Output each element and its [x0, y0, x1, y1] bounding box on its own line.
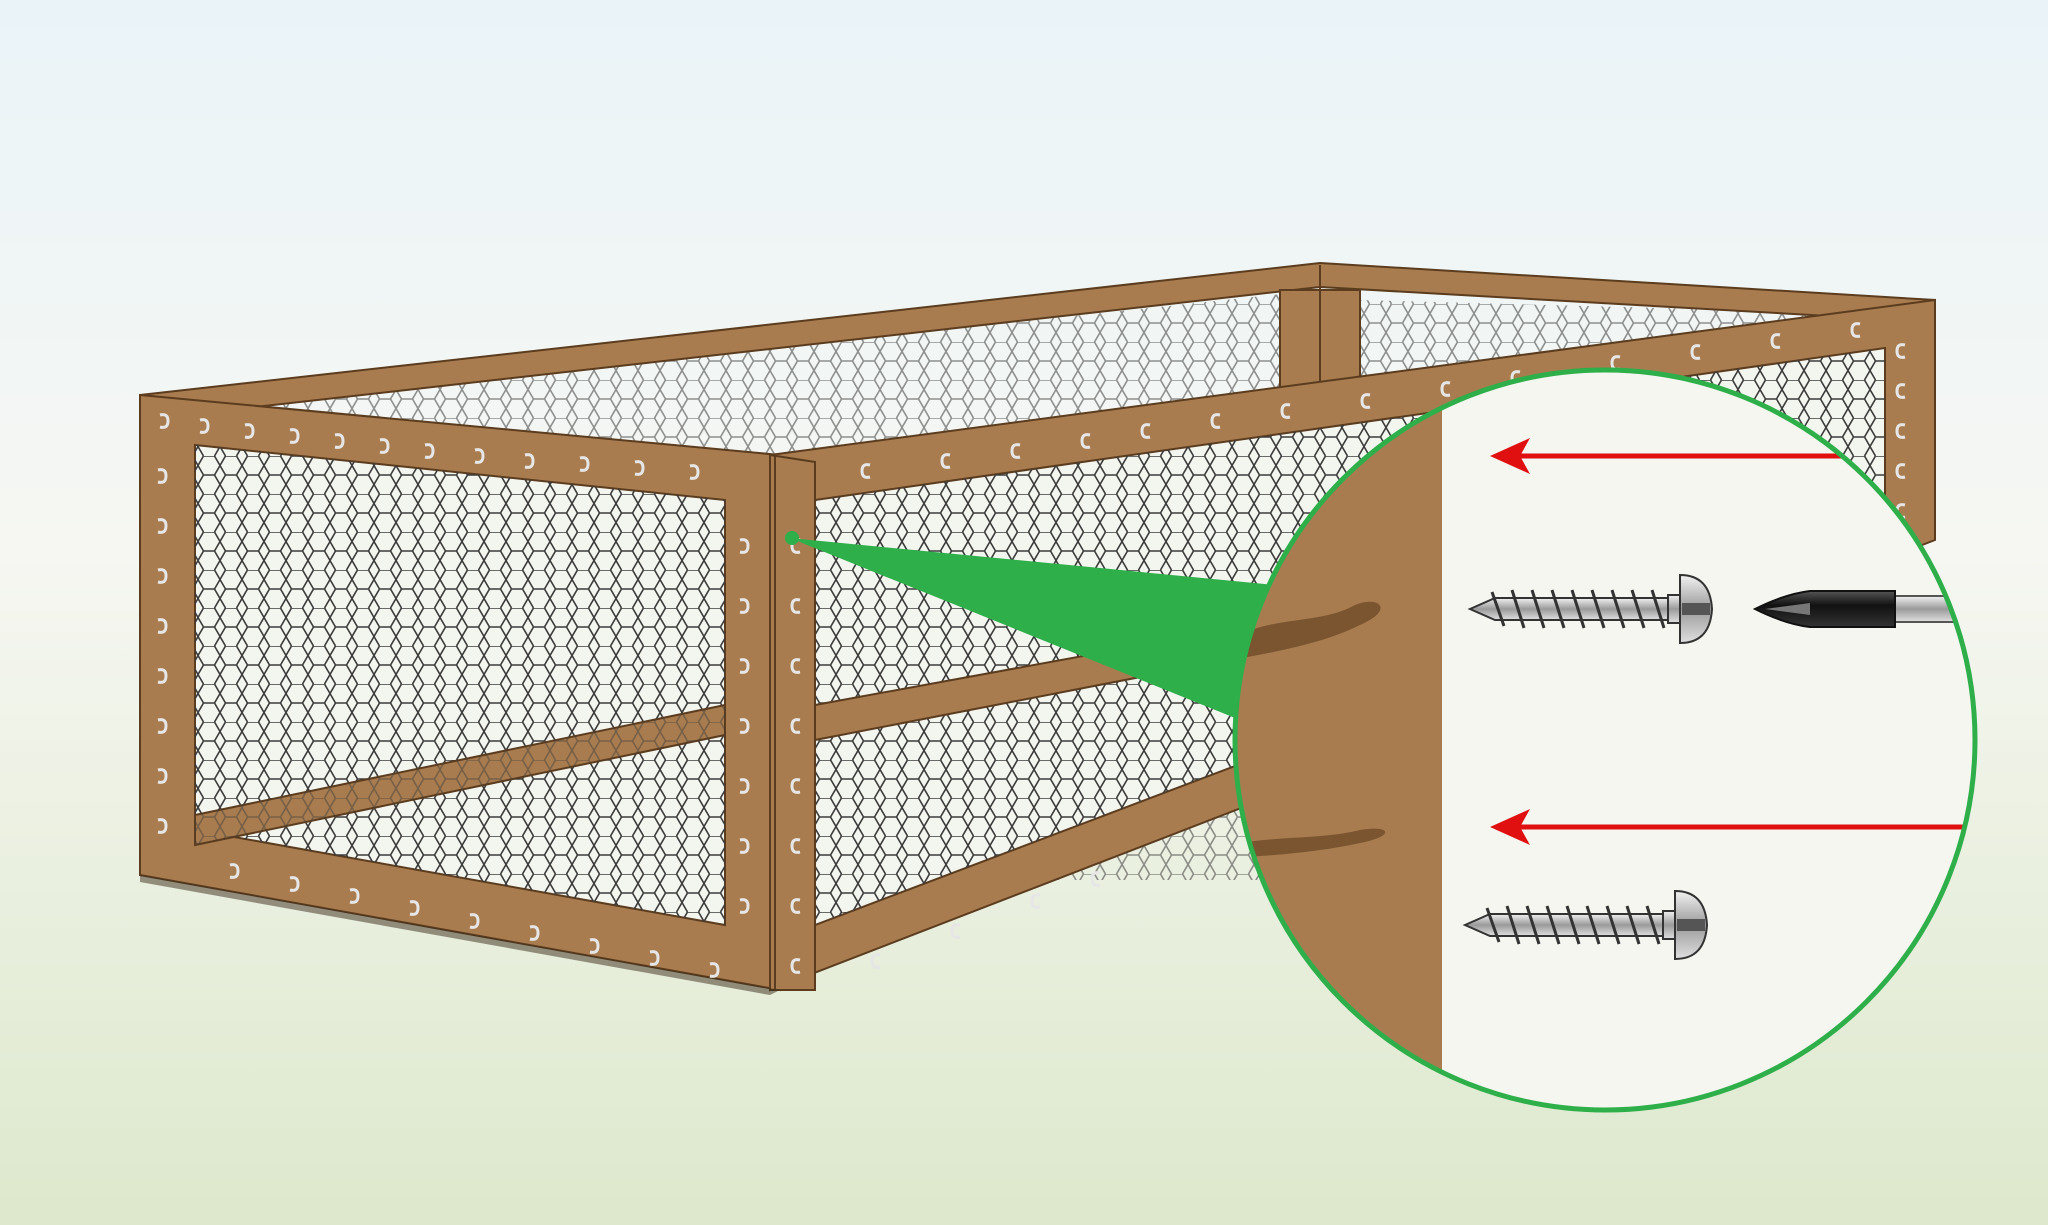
arrow-left-icon [1490, 809, 1975, 845]
staple-row-front-post [790, 538, 801, 974]
staple-row-inner-left-post [739, 538, 750, 914]
staple-row-bottom-left [229, 863, 720, 978]
staple-row-left-post [157, 468, 168, 834]
screw-icon [1467, 573, 1714, 645]
callout-border [1232, 367, 1978, 1113]
screw-icon [1462, 889, 1709, 961]
arrow-left-icon [1490, 438, 1850, 474]
staple-row-bottom-front [870, 871, 1101, 969]
callout-pointer [790, 538, 1275, 720]
wood-grain [1235, 828, 1386, 858]
staple-row-top-left [159, 413, 700, 480]
wood-grain [1235, 601, 1381, 660]
